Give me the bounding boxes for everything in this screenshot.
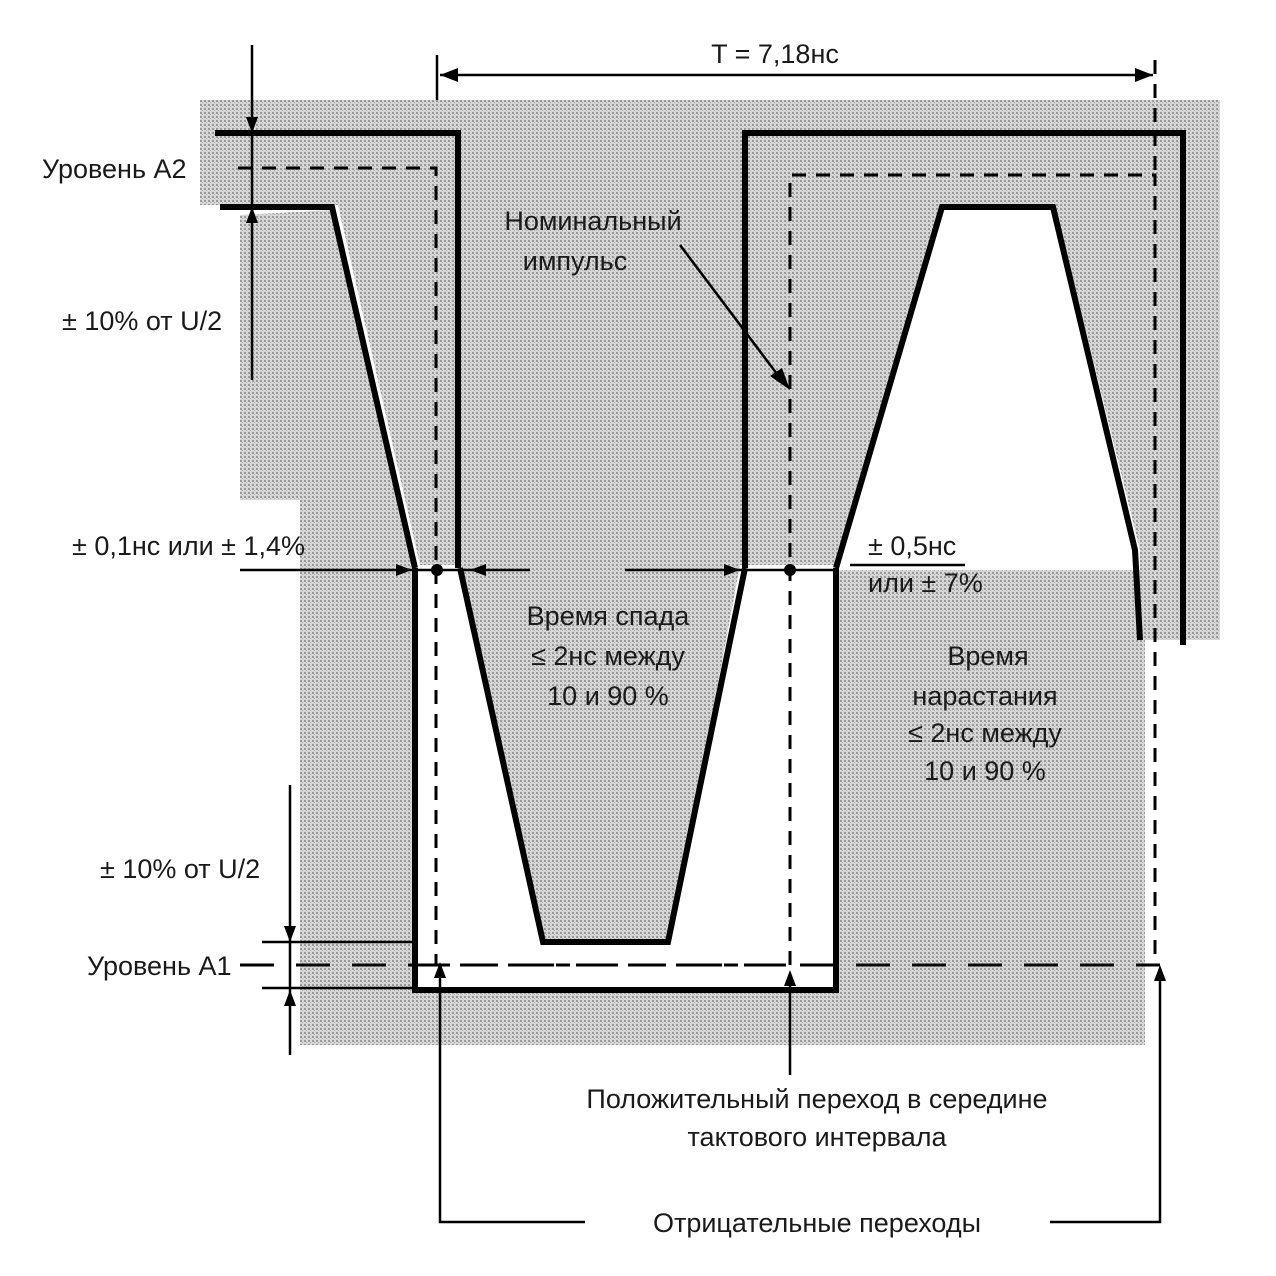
inner-mask-fall	[457, 567, 748, 945]
outer-mask-lower	[412, 568, 839, 993]
negative-bracket-left-head	[434, 962, 446, 978]
jitter-arrow-mid-right	[724, 564, 740, 576]
outer-mask-upper-right	[742, 130, 1186, 645]
jitter-right-label-1: ± 0,5нс	[868, 531, 956, 561]
fall-label-3: 10 и 90 %	[547, 681, 669, 711]
tolerance-top-label: ± 10% от U/2	[62, 306, 222, 336]
inner-mask-left	[220, 204, 418, 569]
mask-left-slope	[240, 210, 415, 1045]
negative-label: Отрицательные переходы	[653, 1208, 981, 1238]
rise-label-1: Время	[947, 641, 1028, 671]
tolerance-mask-area	[200, 100, 1220, 1045]
negative-bracket-left	[438, 972, 585, 1224]
mask-bottom	[360, 570, 1145, 1045]
fall-label-1: Время спада	[527, 601, 691, 631]
dim-top-arrow-down	[246, 117, 258, 133]
positive-label-1: Положительный переход в середине	[586, 1084, 1047, 1114]
rise-label-3: ≤ 2нс между	[908, 718, 1062, 748]
period-arrow-left	[440, 68, 458, 82]
nominal-pointer-line	[679, 244, 781, 379]
nominal-label-2: импульс	[523, 246, 628, 276]
jitter-dot-right	[784, 564, 796, 576]
rise-label-2: нарастания	[912, 681, 1057, 711]
dim-bottom-arrow-down	[284, 926, 296, 942]
jitter-left-label: ± 0,1нс или ± 1,4%	[72, 531, 305, 561]
jitter-dot-left	[431, 564, 443, 576]
level-a2-label: Уровень А2	[42, 154, 187, 184]
positive-label-2: тактового интервала	[687, 1122, 947, 1152]
positive-indicator-head	[784, 970, 796, 986]
period-label: T = 7,18нс	[711, 39, 839, 69]
jitter-arrow-mid-left	[470, 564, 486, 576]
negative-bracket-right-head	[1154, 965, 1166, 981]
labels: T = 7,18нс Уровень А2 ± 10% от U/2 ± 0,1…	[42, 39, 1062, 1238]
nominal-top-left	[238, 166, 438, 965]
negative-bracket-right	[1050, 975, 1162, 1224]
fall-label-2: ≤ 2нс между	[531, 641, 685, 671]
period-dimension	[435, 55, 1153, 100]
level-dimensions	[246, 45, 415, 1055]
tolerance-bottom-label: ± 10% от U/2	[100, 854, 260, 884]
level-a1-label: Уровень А1	[87, 951, 232, 981]
nominal-pointer	[679, 244, 790, 390]
nominal-label-1: Номинальный	[504, 206, 681, 236]
jitter-right-label-2: или ± 7%	[868, 568, 983, 598]
rise-label-4: 10 и 90 %	[924, 756, 1046, 786]
transition-indicators	[434, 962, 1166, 1224]
inner-mask-boundary	[220, 204, 1143, 945]
outer-mask-upper-left	[215, 130, 461, 568]
dim-bottom-arrow-up	[284, 990, 296, 1006]
inner-mask-rise	[833, 204, 1143, 641]
dim-top-arrow-up	[246, 207, 258, 223]
jitter-arrow-left	[396, 564, 412, 576]
outer-mask-boundary	[215, 130, 1186, 993]
period-arrow-right	[1135, 68, 1153, 82]
nominal-pointer-head	[770, 368, 790, 390]
jitter-reference	[240, 563, 965, 576]
